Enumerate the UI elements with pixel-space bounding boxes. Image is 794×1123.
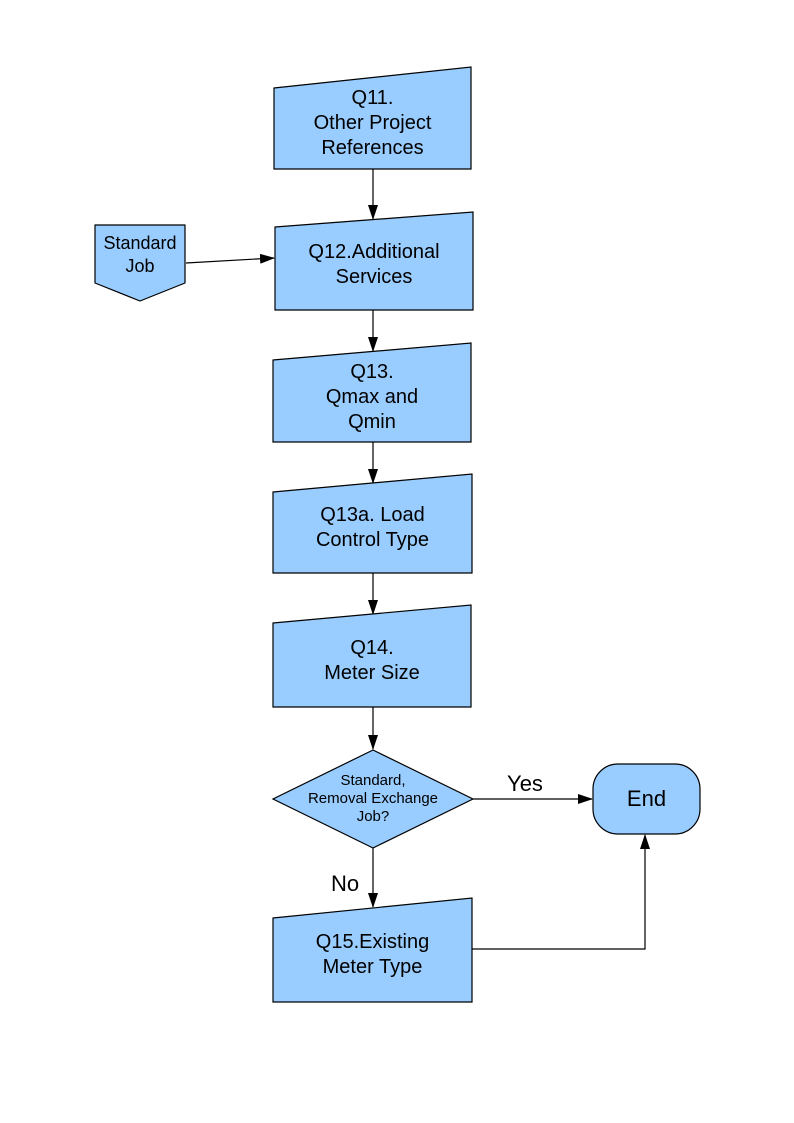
decision-diamond-shape — [271, 749, 475, 849]
q13a-node-shape — [272, 473, 473, 574]
end-terminator-shape — [592, 763, 701, 835]
standard-job-connector-shape — [94, 224, 186, 302]
edge-q15-end — [472, 834, 650, 950]
q14-node-shape — [272, 604, 472, 708]
q12-node-shape — [274, 211, 474, 311]
q11-node-shape — [273, 66, 472, 170]
q15-node-shape — [272, 897, 473, 1003]
edge-standardjob-q12 — [185, 253, 275, 264]
q13-node-shape — [272, 342, 472, 443]
